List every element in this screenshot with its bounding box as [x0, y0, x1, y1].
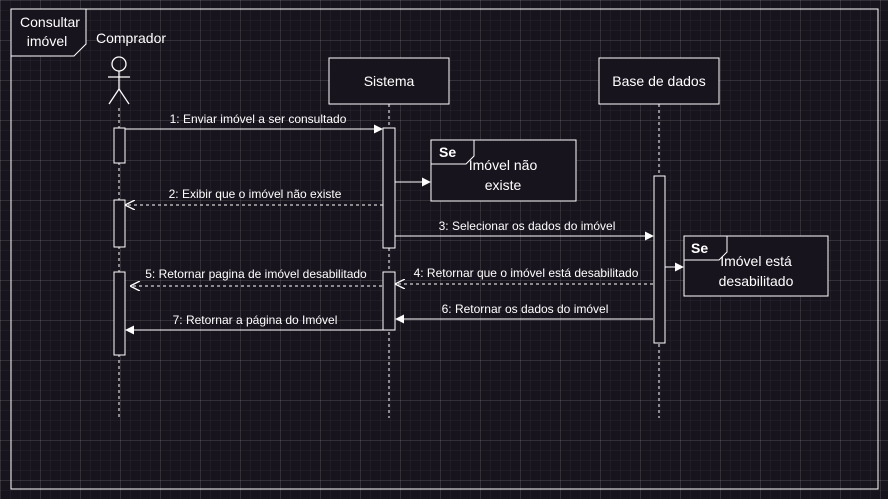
- participant-sistema-label: Sistema: [364, 73, 415, 89]
- note1-line1: Imóvel não: [469, 157, 538, 173]
- note1-line2: existe: [485, 177, 522, 193]
- message-1-label: 1: Enviar imóvel a ser consultado: [170, 112, 347, 126]
- activation-base: [653, 175, 666, 344]
- note2-tag-border: [684, 236, 728, 261]
- message-2-label: 2: Exibir que o imóvel não existe: [169, 187, 342, 201]
- frame-title-line1: Consultar: [20, 14, 80, 30]
- note2-line2: desabilitado: [719, 273, 794, 289]
- participant-base-box: [598, 57, 720, 105]
- message-7-label: 7: Retornar a página do Imóvel: [173, 313, 338, 327]
- message-5-label: 5: Retornar pagina de imóvel desabilitad…: [145, 267, 367, 281]
- note2-box: [683, 235, 829, 297]
- note1-tag-border: [431, 140, 475, 165]
- message-4-label: 4: Retornar que o imóvel está desabilita…: [414, 266, 639, 280]
- note1-tag: Se: [439, 144, 456, 160]
- frame-label-box: [10, 8, 87, 57]
- activation-sistema-2: [382, 271, 396, 331]
- participant-sistema-box: [328, 57, 450, 105]
- note2-tag: Se: [691, 240, 708, 256]
- actor-name: Comprador: [96, 30, 166, 46]
- message-6-label: 6: Retornar os dados do imóvel: [442, 302, 609, 316]
- diagram-frame: [10, 8, 879, 490]
- participant-base-label: Base de dados: [612, 73, 705, 89]
- activation-comprador-2: [113, 199, 126, 248]
- note1-box: [430, 139, 577, 202]
- activation-sistema-1: [382, 127, 396, 249]
- activation-comprador-3: [113, 271, 126, 356]
- actor-comprador: [108, 56, 130, 105]
- activation-comprador-1: [113, 127, 126, 164]
- frame-title-line2: imóvel: [27, 33, 67, 49]
- message-3-label: 3: Selecionar os dados do imóvel: [439, 219, 616, 233]
- note2-line1: Imóvel está: [720, 253, 792, 269]
